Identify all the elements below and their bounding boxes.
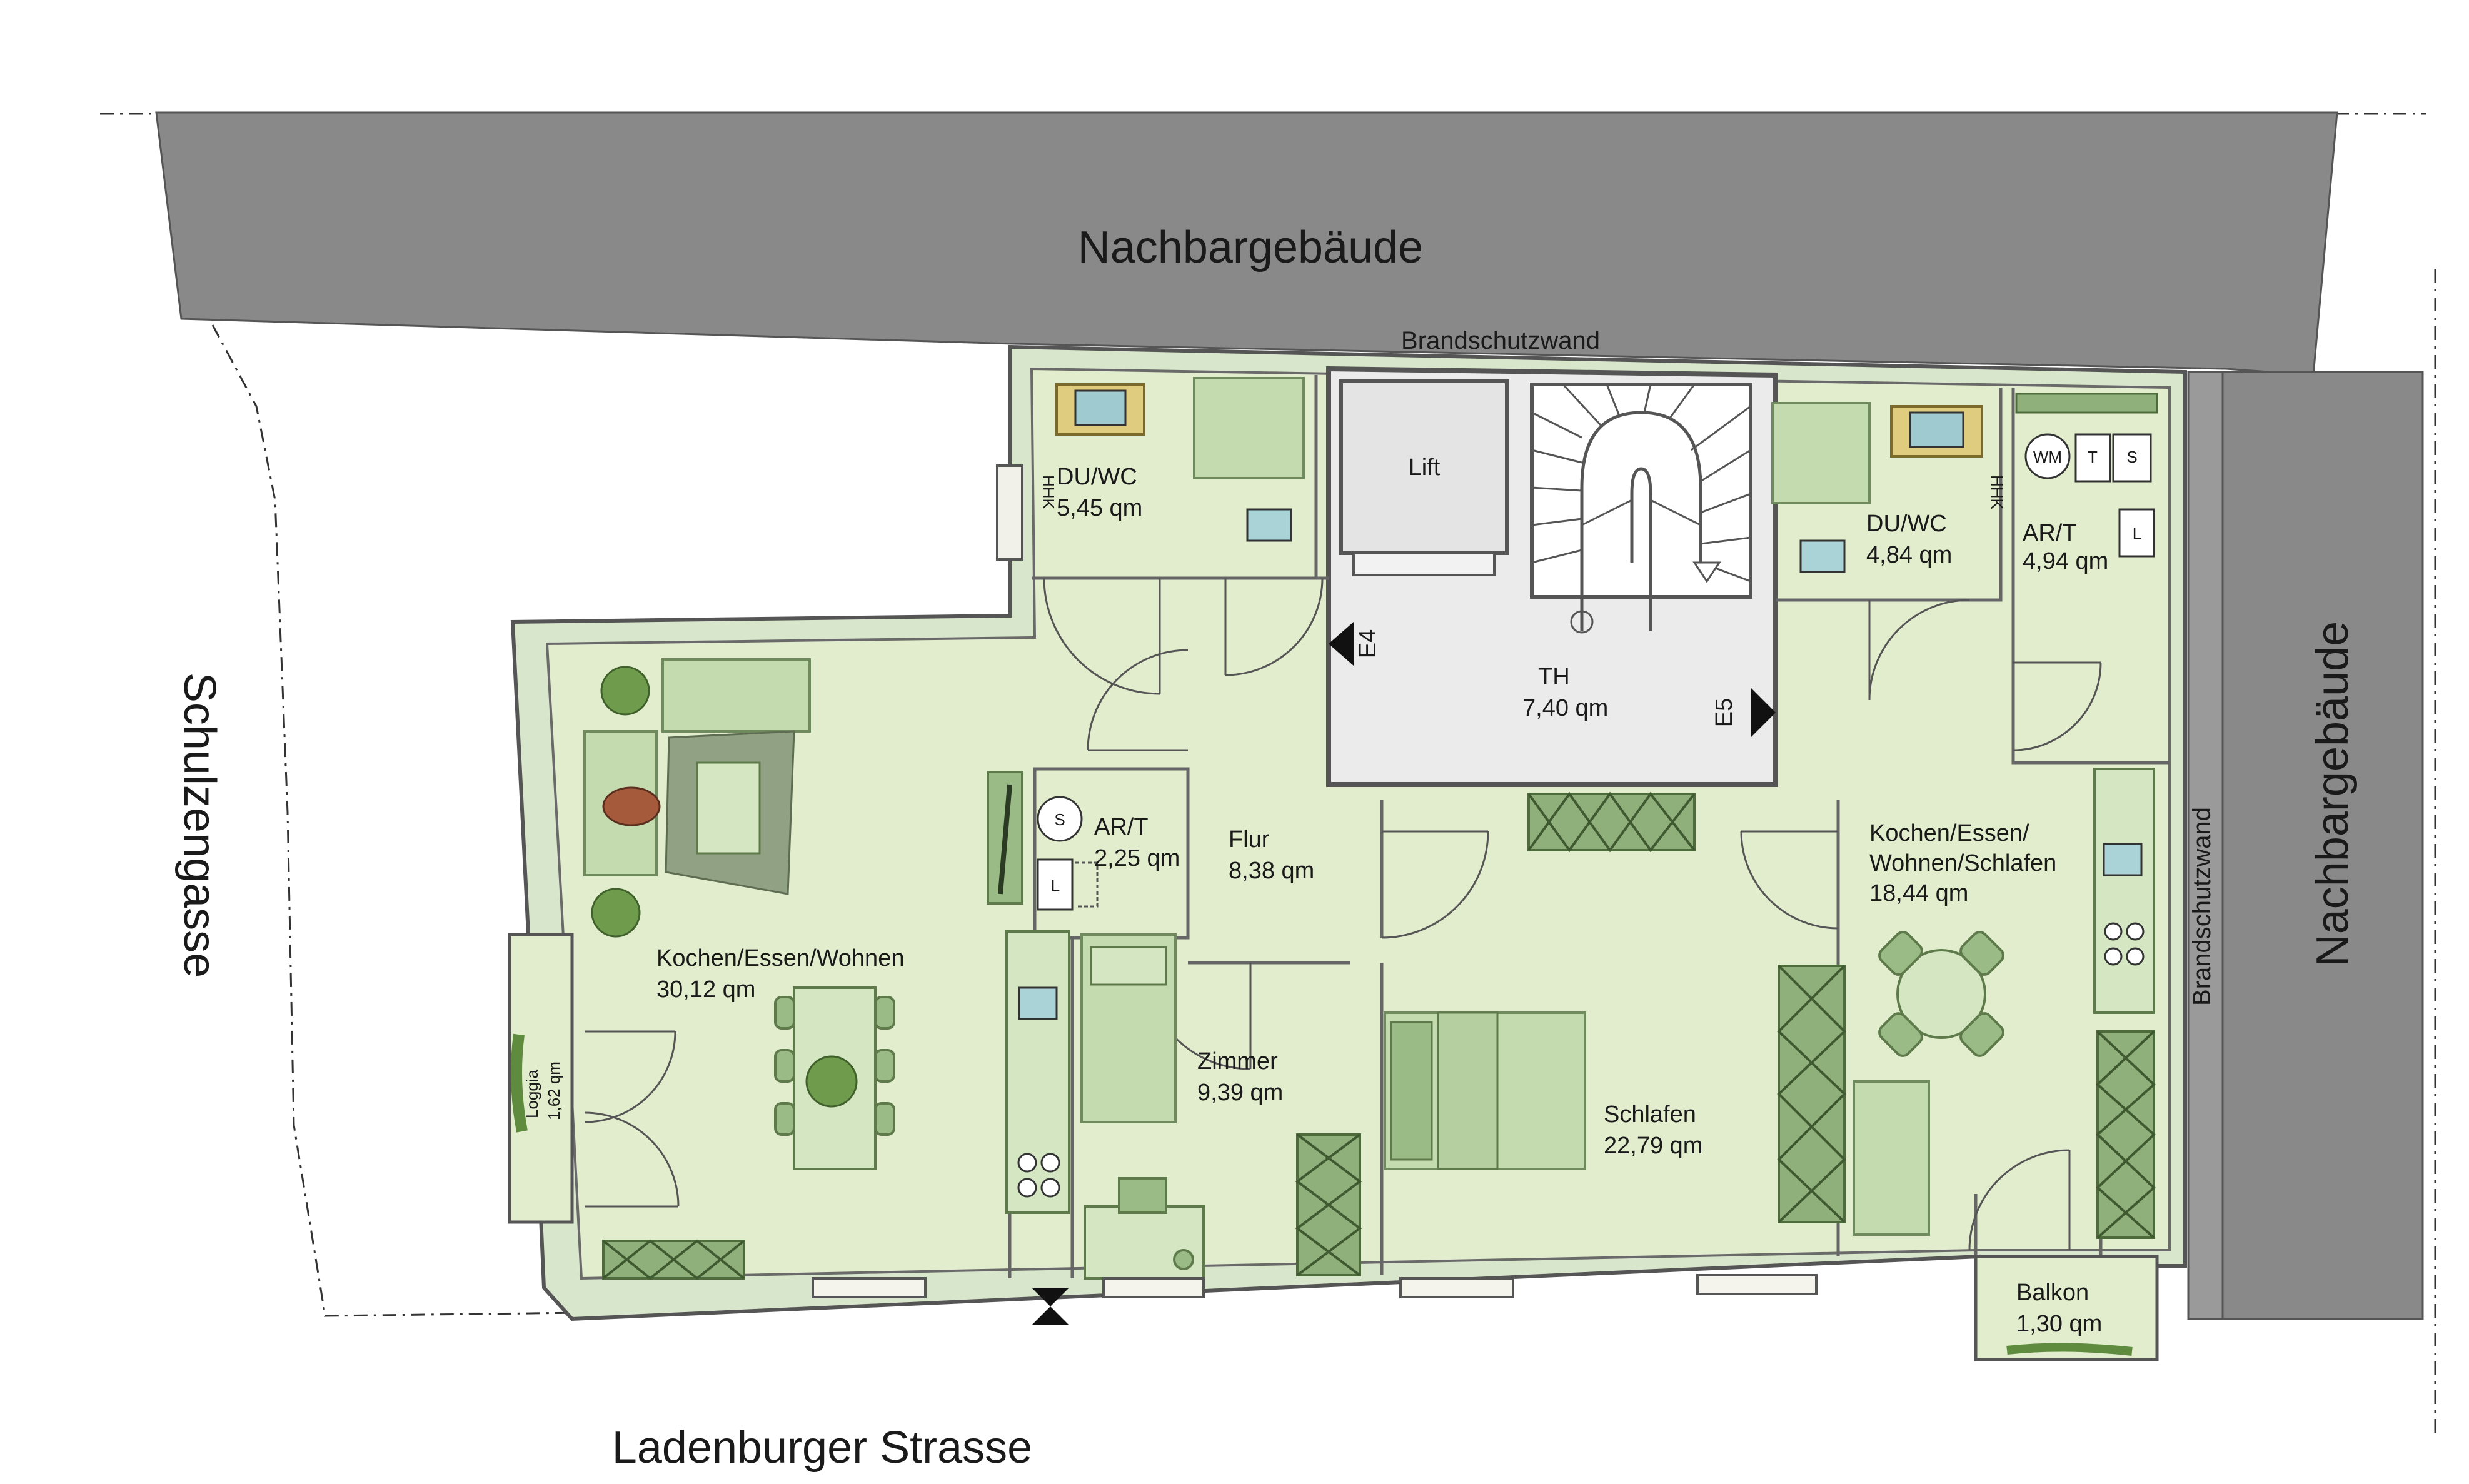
bedroom-name: Schlafen [1604, 1101, 1696, 1128]
bath-right-area: 4,84 qm [1866, 542, 1952, 568]
entrance-e4-marker[interactable] [1329, 622, 1354, 666]
kitchen-left-name: Kochen/Essen/Wohnen [656, 945, 904, 971]
balcony-plants [2006, 1343, 2133, 1356]
hall-wardrobe [1527, 791, 1696, 853]
storage-left-area: 2,25 qm [1094, 845, 1180, 871]
room-name: Zimmer [1197, 1048, 1278, 1075]
neighbor-top-label: Nachbargebäude [1078, 223, 1423, 273]
storage-left-name: AR/T [1094, 814, 1149, 840]
site-boundary [100, 113, 2436, 1438]
hhk-right: HHK [1988, 475, 2006, 510]
l-label-left: L [1051, 876, 1060, 895]
neighbor-building-top [155, 111, 2338, 376]
l-label-right: L [2133, 524, 2141, 543]
bedroom-furniture [1384, 965, 1846, 1223]
wm-label: WM [2033, 448, 2062, 466]
south-entrance-marker [1032, 1288, 1069, 1325]
loggia-name: Loggia [523, 1069, 541, 1118]
bath-left-fixtures [996, 377, 1305, 561]
s-label-right: S [2126, 448, 2137, 466]
south-windows [812, 1274, 1818, 1298]
bath-right-fixtures [1771, 402, 1983, 573]
s-label-left: S [1054, 810, 1065, 829]
kitchen-left-area: 30,12 qm [656, 976, 755, 1003]
living-right-furniture [1853, 768, 2156, 1239]
hall-area: 8,38 qm [1229, 858, 1314, 884]
hall-name: Flur [1229, 826, 1270, 853]
firewall-right-label: Brandschutzwand [2188, 807, 2216, 1006]
doors [584, 578, 2102, 1251]
neighbor-right-label: Nachbargebäude [2308, 621, 2358, 966]
loggia-area: 1,62 qm [545, 1061, 563, 1120]
street-left-label: Schulzengasse [174, 673, 224, 978]
room-area: 9,39 qm [1197, 1080, 1283, 1106]
balcony-name: Balkon [2016, 1280, 2089, 1306]
hhk-left: HHK [1039, 475, 1058, 510]
stairwell-name: TH [1538, 664, 1570, 690]
lift-base [1352, 552, 1496, 576]
entrance-e4-label: E4 [1355, 629, 1381, 658]
loggia-plants [511, 1033, 528, 1133]
bath-left-area: 5,45 qm [1057, 495, 1142, 521]
balcony [1974, 1255, 2159, 1361]
living-left-furniture [583, 658, 1070, 1280]
bedroom-area: 22,79 qm [1604, 1133, 1702, 1159]
lift-shaft [1339, 379, 1509, 555]
staircase [1530, 383, 1752, 634]
firewall-right-strip [2187, 371, 2224, 1320]
storage-right-appliances [2015, 393, 2158, 558]
firewall-top-label: Brandschutzwand [1401, 327, 1600, 354]
kitchen-right-area: 18,44 qm [1869, 880, 1968, 906]
kitchen-right-name: Kochen/Essen/ [1869, 820, 2029, 846]
t-label-right: T [2088, 448, 2098, 466]
bath-right-name: DU/WC [1866, 511, 1947, 537]
entrance-e5-marker[interactable] [1751, 688, 1776, 738]
storage-right-name: AR/T [2023, 520, 2077, 546]
bath-left-name: DU/WC [1057, 464, 1137, 490]
entrance-e5-label: E5 [1711, 698, 1737, 727]
street-bottom-label: Ladenburger Strasse [612, 1423, 1032, 1473]
stairwell-area: 7,40 qm [1522, 695, 1608, 721]
storage-right-area: 4,94 qm [2023, 548, 2108, 574]
room-furniture [1080, 933, 1362, 1280]
storage-left-appliances [987, 771, 1099, 911]
lift-label: Lift [1409, 454, 1441, 481]
neighbor-building-right [2221, 371, 2424, 1320]
balcony-area: 1,30 qm [2016, 1311, 2102, 1337]
kitchen-right-name2: Wohnen/Schlafen [1869, 850, 2056, 876]
